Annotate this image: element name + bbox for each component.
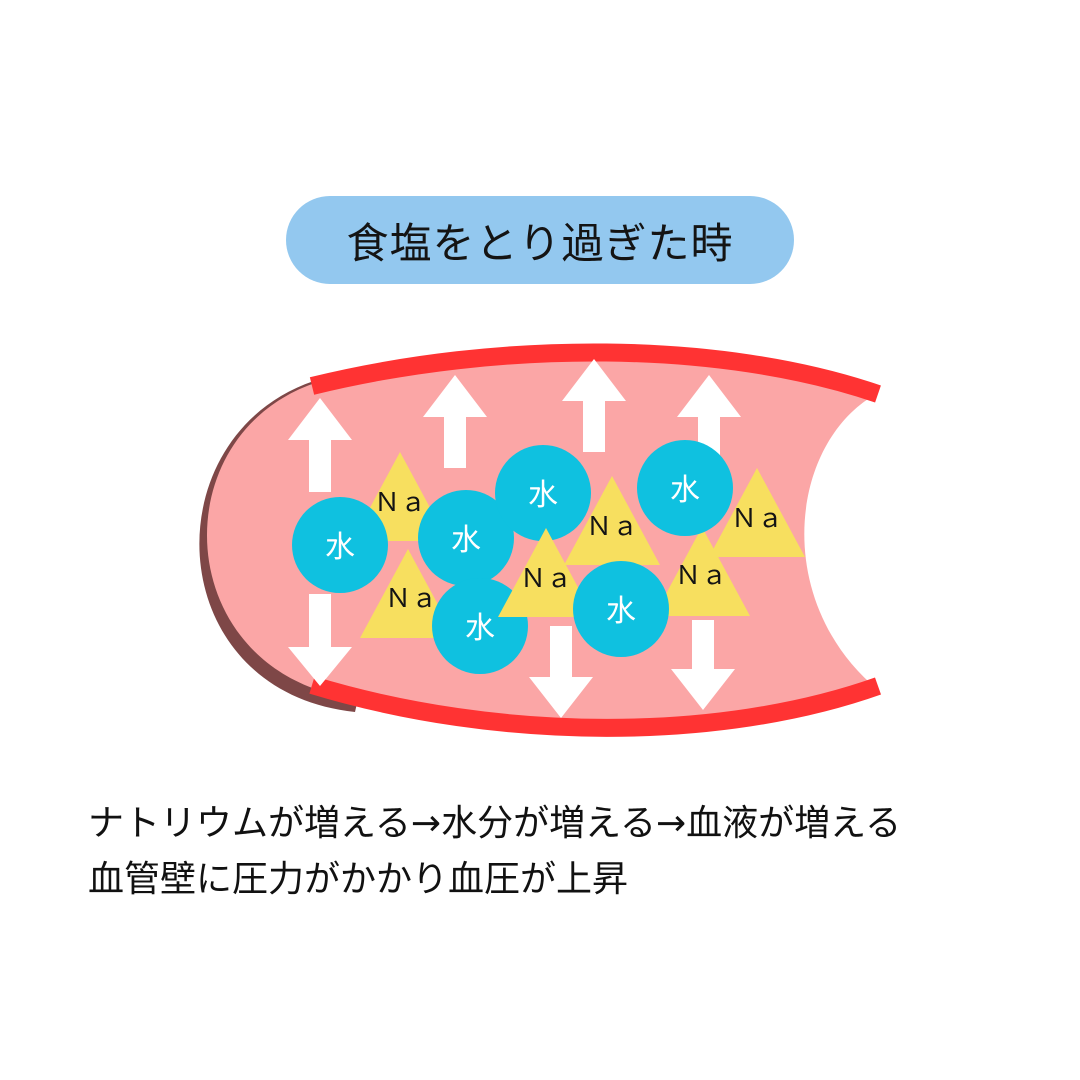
pressure-arrow-down	[288, 594, 352, 686]
water-particle: 水	[292, 497, 388, 593]
sodium-particle: Ｎａ	[564, 476, 660, 565]
svg-text:Ｎａ: Ｎａ	[385, 584, 437, 614]
water-particle: 水	[418, 490, 514, 586]
sodium-particle: Ｎａ	[654, 527, 750, 616]
svg-text:Ｎａ: Ｎａ	[586, 512, 638, 542]
pressure-arrow-up	[423, 375, 487, 468]
svg-text:Ｎａ: Ｎａ	[675, 561, 727, 591]
caption-line-2: 血管壁に圧力がかかり血圧が上昇	[88, 859, 629, 900]
water-particle: 水	[432, 578, 528, 674]
water-particle: 水	[637, 440, 733, 536]
pressure-arrow-down	[529, 626, 593, 718]
vessel-lower-wall	[309, 676, 882, 737]
pressure-arrow-up	[562, 359, 626, 452]
pressure-arrow-down	[671, 620, 735, 710]
svg-text:Ｎａ: Ｎａ	[374, 488, 426, 518]
svg-text:水: 水	[528, 478, 558, 513]
water-particle: 水	[495, 445, 591, 541]
pressure-arrow-up	[677, 375, 741, 468]
svg-text:水: 水	[606, 594, 636, 629]
svg-text:Ｎａ: Ｎａ	[520, 564, 572, 594]
svg-text:水: 水	[451, 523, 481, 558]
caption-line-1: ナトリウムが増える→水分が増える→血液が増える	[88, 803, 902, 844]
water-particle: 水	[573, 561, 669, 657]
vessel-upper-wall	[309, 343, 881, 403]
svg-text:水: 水	[465, 611, 495, 646]
sodium-particle: Ｎａ	[360, 549, 456, 638]
sodium-particle: Ｎａ	[498, 528, 594, 617]
title-badge: 食塩をとり過ぎた時	[286, 196, 794, 284]
svg-text:Ｎａ: Ｎａ	[731, 504, 783, 534]
diagram-title: 食塩をとり過ぎた時	[346, 218, 734, 268]
caption: ナトリウムが増える→水分が増える→血液が増える 血管壁に圧力がかかり血圧が上昇	[88, 796, 1048, 908]
pressure-arrow-up	[288, 398, 352, 492]
svg-text:水: 水	[670, 473, 700, 508]
svg-text:水: 水	[325, 530, 355, 565]
sodium-particle: Ｎａ	[709, 468, 805, 557]
